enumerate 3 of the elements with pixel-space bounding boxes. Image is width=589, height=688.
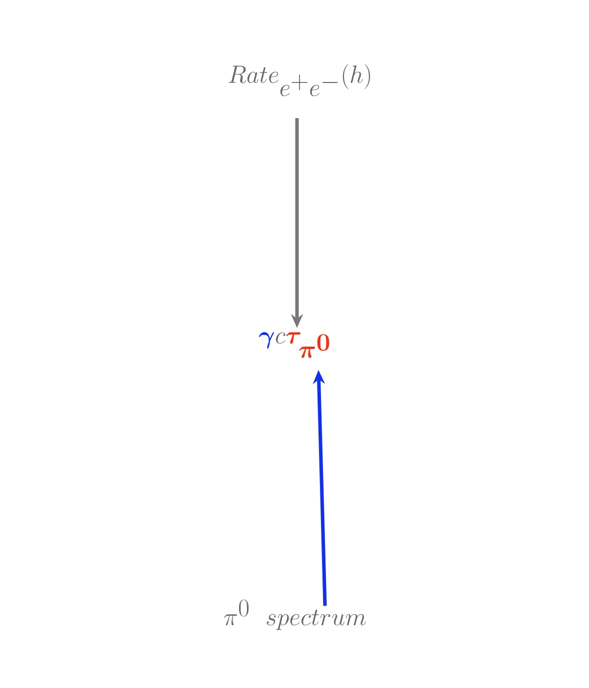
formula-label: $\gamma$ $c$$\tau_{\pi^0}$ [259, 332, 330, 358]
formula-label: $\pi^0\ spectrum$ [224, 600, 366, 630]
formula-label: $Rate_{e^+e^-}(h)$ [228, 64, 370, 96]
